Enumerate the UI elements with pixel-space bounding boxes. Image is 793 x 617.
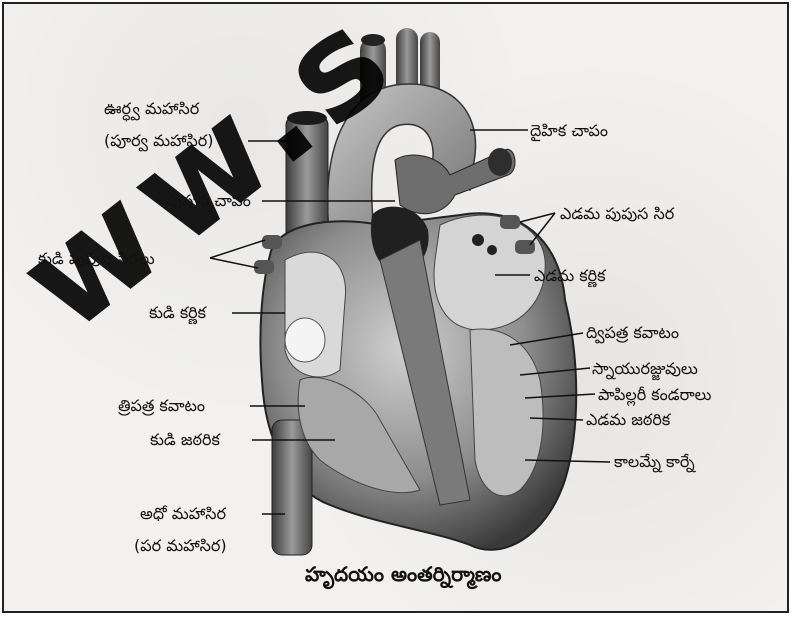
label-inferior-vena-cava: అధో మహాసిర xyxy=(140,505,226,523)
label-right-ventricle: కుడి జఠరిక xyxy=(150,431,220,449)
label-columnae-carneae: కాలమ్నే కార్నే xyxy=(614,453,695,471)
label-right-pulmonary-veins: కుడి పుపుస సిరలు xyxy=(38,250,155,268)
label-aortic-arch: దైహిక చాపం xyxy=(530,122,608,140)
label-right-atrium: కుడి కర్ణిక xyxy=(149,304,206,322)
label-chordae-tendineae: స్నాయురజ్జువులు xyxy=(592,360,698,378)
label-left-ventricle: ఎడమ జఠరిక xyxy=(586,411,670,429)
label-papillary-muscles: పాపిల్లరీ కండరాలు xyxy=(598,386,711,404)
label-bicuspid-valve: ద్విపత్ర కవాటం xyxy=(586,324,679,342)
label-inferior-vena-cava-alt: (పర మహాసిర) xyxy=(134,537,227,555)
figure-caption: హృదయం అంతర్నిర్మాణం xyxy=(305,562,502,591)
label-pulmonary-artery: పుపుస చాపం xyxy=(166,192,251,210)
label-tricuspid-valve: త్రిపత్ర కవాటం xyxy=(118,397,205,415)
label-left-pulmonary-veins: ఎడమ పుపుస సిర xyxy=(560,205,674,223)
label-left-atrium: ఎడమ కర్ణిక xyxy=(534,267,605,285)
label-superior-vena-cava-alt: (పూర్వ మహాసిర) xyxy=(104,132,214,150)
label-superior-vena-cava: ఊర్ధ్వ మహాసిర xyxy=(104,100,199,118)
